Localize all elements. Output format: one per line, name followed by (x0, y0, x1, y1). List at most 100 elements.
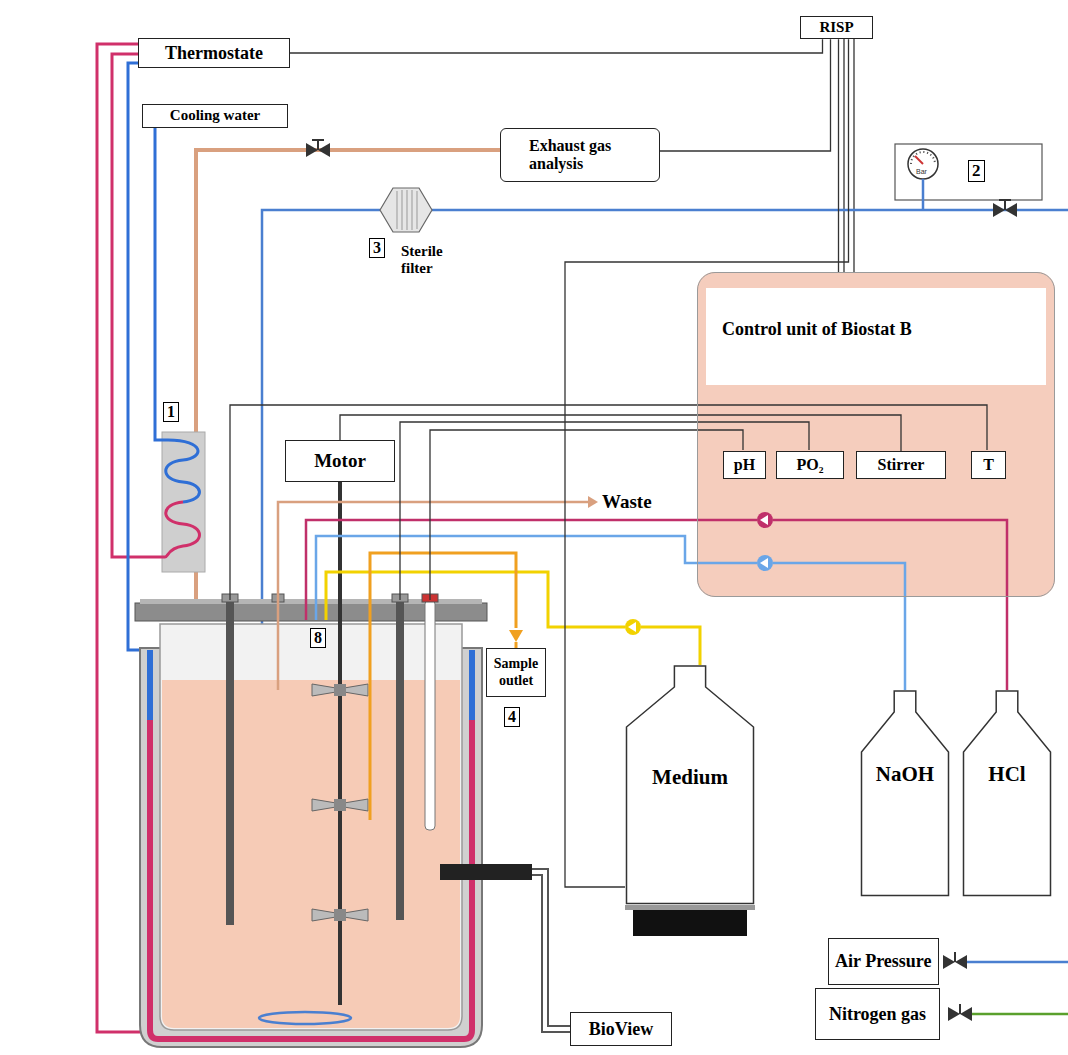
impeller (344, 799, 368, 811)
gauge-needle (915, 156, 923, 164)
node-text: Air Pressure (835, 951, 932, 972)
callout-number: 1 (163, 402, 179, 422)
impeller (344, 909, 368, 921)
jacket-water (147, 650, 153, 720)
node-text: BioView (589, 1019, 653, 1040)
bottle-outline (962, 690, 1052, 897)
gauge-unit: Bar (916, 168, 927, 176)
temperature-probe (226, 600, 234, 925)
jacket-return-line (128, 63, 146, 650)
filter-pleat (417, 191, 418, 229)
controller-box: PO₂ (776, 451, 844, 479)
callout-number: 4 (504, 707, 520, 727)
base-line (773, 563, 905, 597)
controller-box: pH (723, 451, 766, 479)
cooling-water-box: Cooling water (142, 104, 288, 128)
connector (290, 39, 823, 53)
node-text: Stirrer (878, 456, 925, 474)
callout-number: 3 (369, 238, 385, 258)
reactor-vessel (160, 624, 462, 1030)
node-text: NaOH (860, 762, 950, 786)
cooling-water-line (155, 128, 168, 440)
valve-symbol (1005, 203, 1017, 217)
callout-number: 8 (310, 628, 326, 648)
gauge-ticks (911, 152, 935, 164)
callout-number: 2 (968, 160, 985, 182)
node-text: T (983, 456, 994, 474)
base-line (316, 536, 757, 620)
impeller (312, 799, 336, 811)
valve-stem (1004, 200, 1006, 210)
sensor-cable (532, 869, 570, 1026)
valve-symbol (955, 955, 967, 969)
thermostate-box: Thermostate (138, 38, 290, 68)
node-text: Motor (314, 450, 366, 472)
valve-stem (999, 199, 1011, 201)
node-text: RISP (819, 19, 853, 36)
control-unit: Control unit of Biostat B pH PO₂ Stirrer T (697, 272, 1055, 597)
connector (904, 597, 907, 690)
sensor-box: BioView (570, 1012, 672, 1046)
bottle-outline (964, 691, 1051, 896)
stirrer-shaft (338, 482, 342, 1005)
control-unit-fill (697, 272, 1055, 597)
filter-pleat (412, 190, 413, 230)
node-text: Exhaust gas analysis (529, 137, 633, 174)
outlet-label: Waste (602, 491, 652, 513)
bottle-outline (860, 690, 950, 897)
node-text: Medium (625, 765, 755, 789)
filter-pleat (397, 191, 398, 229)
bottle-outline (862, 691, 949, 896)
jacket-water (469, 650, 475, 720)
valve-symbol (993, 203, 1005, 217)
jacket-feed-line (97, 44, 146, 1032)
interface-box: RISP (800, 16, 873, 39)
valve-stem (317, 140, 319, 150)
node-text: HCl (962, 762, 1052, 786)
filter-pleat (407, 190, 408, 230)
analyser-box: Exhaust gas analysis (500, 128, 660, 182)
impeller-hub (334, 909, 346, 921)
sensor-cable (532, 875, 570, 1032)
ph-probe (425, 600, 435, 830)
signal-wire (843, 36, 844, 272)
node-text: Cooling water (170, 107, 260, 124)
cooling-coil (166, 440, 200, 502)
heat-exchanger (162, 432, 205, 572)
node-text: Sample outlet (488, 656, 544, 688)
reagent-bottle: HCl (962, 690, 1052, 897)
sample-pump (509, 630, 523, 642)
balance-plate (625, 905, 755, 910)
pump-arrow (760, 558, 768, 568)
valve-stem (959, 1004, 961, 1014)
node-text: Thermostate (165, 43, 263, 64)
connector (660, 39, 831, 151)
culture-liquid (162, 680, 460, 1028)
acid-line (773, 520, 1007, 597)
pressure-gauge (908, 149, 938, 179)
part-label: Sterile filter (401, 243, 463, 278)
air-line (967, 961, 1068, 964)
sterile-filter (380, 188, 432, 232)
reagent-bottle: NaOH (860, 690, 950, 897)
base-pump (757, 555, 773, 571)
valve-symbol (948, 1007, 960, 1021)
waste-arrowhead (588, 496, 598, 508)
medium-pump (625, 619, 641, 635)
impeller (344, 684, 368, 696)
valve-stem (312, 139, 324, 141)
gas-supply-box: Air Pressure (828, 938, 939, 985)
pump-arrow (628, 622, 636, 632)
node-text: pH (734, 456, 755, 474)
gauge-panel (895, 144, 1042, 200)
valve-symbol (960, 1007, 972, 1021)
balance (633, 910, 747, 936)
valve-symbol (306, 143, 318, 157)
pump-arrow (760, 515, 768, 525)
node-text: Control unit of Biostat B (722, 319, 1054, 340)
filter-pleat (402, 190, 403, 230)
signal-wire (853, 36, 854, 272)
gas-supply-box: Nitrogen gas (815, 988, 940, 1040)
